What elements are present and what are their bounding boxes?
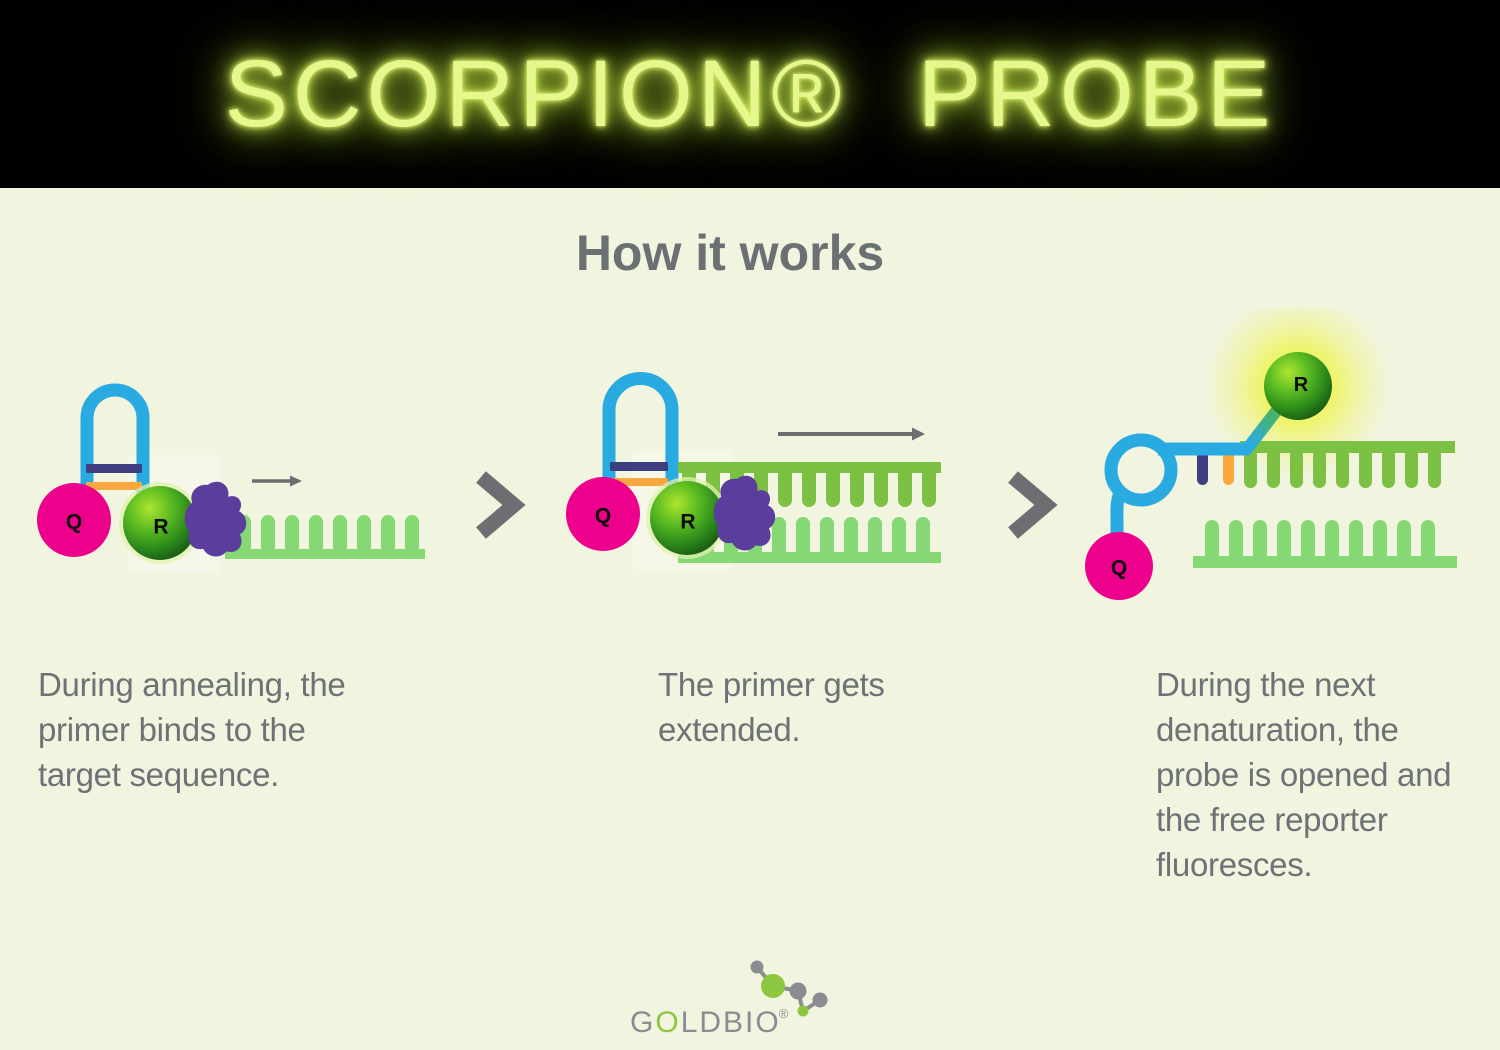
- caption-step-2: The primer gets extended.: [658, 662, 885, 752]
- registered-mark: ®: [778, 1006, 789, 1021]
- polymerase-blob: [713, 475, 776, 551]
- arrow-right-icon: [778, 427, 925, 441]
- template-strand: [1193, 520, 1457, 568]
- reporter-label: R: [680, 511, 695, 534]
- caption-line: During annealing, the: [38, 666, 346, 703]
- reporter-molecule: [1264, 352, 1332, 420]
- logo-letter: G: [630, 1006, 656, 1039]
- polymerase-blob: [184, 481, 247, 557]
- molecule-icon: [750, 960, 828, 1017]
- reporter-label: R: [1294, 374, 1309, 396]
- logo-letters: LDBIO: [680, 1006, 781, 1039]
- section-title: How it works: [575, 225, 885, 281]
- diagram-step-2-extension: Q R: [566, 372, 941, 570]
- caption-line: extended.: [658, 711, 801, 748]
- extended-strand: [678, 462, 941, 507]
- chevron-right-icon: [1008, 471, 1058, 539]
- chevron-right-icon: [476, 471, 526, 539]
- quencher-label: Q: [66, 511, 82, 534]
- page-title: SCORPION® PROBE: [224, 40, 1276, 147]
- reporter-label: R: [153, 516, 168, 539]
- stem-bar-navy: [1197, 451, 1208, 485]
- logo-letter-green-o: O: [655, 1006, 681, 1039]
- reporter-molecule: [650, 481, 724, 555]
- caption-line: The primer gets: [658, 666, 885, 703]
- caption-line: fluoresces.: [1156, 846, 1313, 883]
- probe-hairpin-loop: [80, 383, 150, 515]
- quencher-molecule: [566, 477, 640, 551]
- caption-step-3: During the next denaturation, the probe …: [1156, 662, 1452, 887]
- caption-step-1: During annealing, the primer binds to th…: [38, 662, 346, 797]
- diagram-step-1-annealing: Q R: [37, 383, 425, 573]
- logo-wordmark: GOLDBIO®: [630, 1006, 788, 1040]
- stem-bar-orange: [1223, 451, 1234, 485]
- header-banner: SCORPION® PROBE: [0, 0, 1500, 188]
- caption-line: the free reporter: [1156, 801, 1388, 838]
- caption-line: During the next: [1156, 666, 1376, 703]
- quencher-molecule: [1085, 532, 1153, 600]
- stem-bar-orange: [86, 482, 142, 490]
- caption-line: denaturation, the: [1156, 711, 1399, 748]
- arrow-right-icon: [252, 475, 302, 487]
- goldbio-logo: GOLDBIO®: [628, 956, 848, 1044]
- probe-hairpin-loop: [602, 372, 679, 510]
- quencher-tether: [1110, 489, 1127, 534]
- stem-bar-navy: [86, 464, 142, 473]
- diagram-step-3-fluorescence: Q R: [1085, 308, 1457, 600]
- quencher-label: Q: [1111, 557, 1127, 580]
- caption-line: target sequence.: [38, 756, 280, 793]
- caption-line: primer binds to the: [38, 711, 306, 748]
- quencher-label: Q: [595, 505, 611, 528]
- stem-bar-navy: [610, 462, 668, 471]
- extended-strand: [1240, 441, 1455, 488]
- opened-loop: [1104, 433, 1178, 507]
- template-strand: [225, 515, 425, 559]
- caption-line: probe is opened and: [1156, 756, 1452, 793]
- reporter-molecule: [123, 486, 197, 560]
- quencher-molecule: [37, 483, 111, 557]
